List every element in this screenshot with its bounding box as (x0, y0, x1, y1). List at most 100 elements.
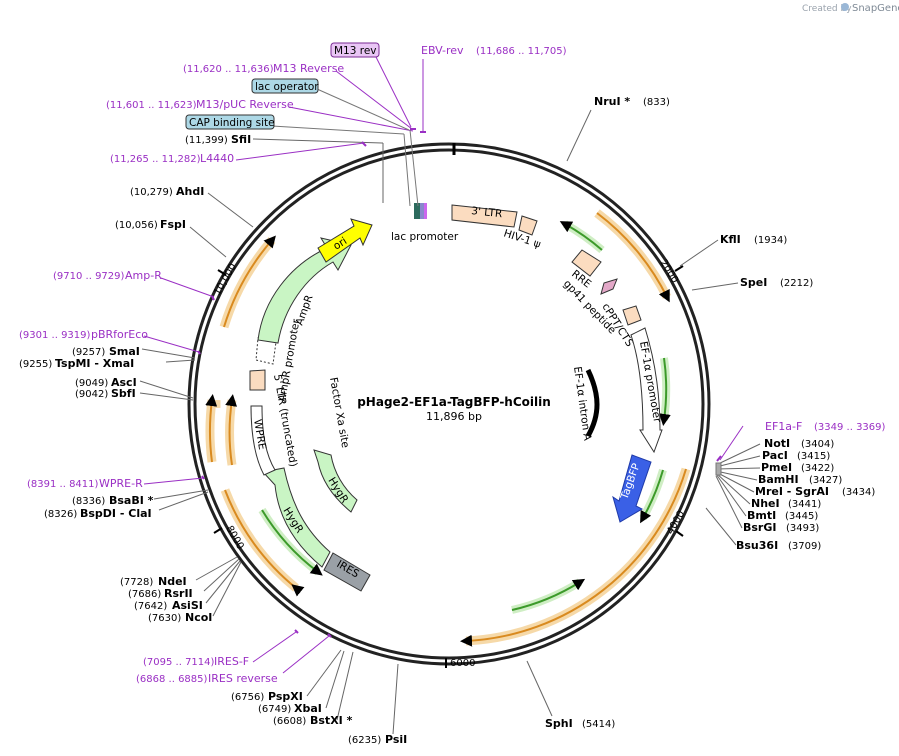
site-ahdi-pos: (10,279) (130, 187, 173, 198)
site-fspi: FspI (160, 218, 186, 231)
primer-ires-f-range: (7095 .. 7114) (143, 657, 215, 668)
site-sfii-pos: (11,399) (185, 135, 228, 146)
orf-arc-2 (460, 468, 687, 647)
site-bmti: BmtI (747, 509, 776, 522)
tick-4000 (675, 530, 684, 537)
site-bspdi: BspDI - ClaI (80, 507, 152, 520)
primer-m13-reverse: M13 Reverse (273, 62, 344, 75)
lac-promoter-mark (414, 203, 420, 219)
primer-ires-reverse: IRES reverse (208, 672, 278, 685)
site-psii: PsiI (385, 733, 407, 746)
feature-hiv-psi (518, 215, 538, 236)
primer-m13puc-reverse-range: (11,601 .. 11,623) (106, 100, 197, 111)
lac-operator-mark (420, 203, 424, 219)
site-bsrgi-pos: (3493) (786, 523, 819, 534)
feature-3ltr (451, 204, 518, 228)
site-sbfi-pos: (9042) (75, 389, 108, 400)
site-asisi: AsiSI (172, 599, 203, 612)
primer-pbrforeco: pBRforEco (91, 328, 148, 341)
site-paci: PacI (762, 449, 788, 462)
site-fspi-pos: (10,056) (115, 220, 158, 231)
feature-rre (571, 249, 602, 277)
green-arc-1 (559, 221, 603, 251)
site-rsrii-pos: (7686) (128, 589, 161, 600)
site-bsrgi: BsrGI (743, 521, 776, 534)
primer-ires-f: IRES-F (214, 655, 249, 668)
primer-wpre-r: WPRE-R (99, 477, 143, 490)
m13-mark (424, 203, 427, 219)
primer-amp-r: Amp-R (125, 269, 162, 282)
site-leaders (139, 109, 761, 735)
site-ncoi-pos: (7630) (148, 613, 181, 624)
site-asci-pos: (9049) (75, 378, 108, 389)
site-bmti-pos: (3445) (785, 511, 818, 522)
site-bspdi-pos: (8326) (44, 509, 77, 520)
site-kfli-pos: (1934) (754, 235, 787, 246)
primer-ires-reverse-range: (6868 .. 6885) (136, 674, 208, 685)
primer-m13-reverse-range: (11,620 .. 11,636) (183, 64, 274, 75)
site-ncoi: NcoI (185, 611, 212, 624)
site-bstxi-pos: (6608) (273, 716, 306, 727)
site-tspmi: TspMI - XmaI (55, 357, 134, 370)
feature-label-lac-promoter: lac promoter (391, 231, 459, 243)
site-mrei: MreI - SgrAI (755, 485, 829, 498)
site-xbai: XbaI (294, 702, 322, 715)
site-bsu36i: Bsu36I (736, 539, 778, 552)
snapgene-logo-icon (841, 3, 849, 11)
tick-8000 (213, 527, 223, 534)
m13-rev-label: M13 rev (334, 45, 377, 57)
site-bsu36i-pos: (3709) (788, 541, 821, 552)
site-nhei-pos: (3441) (788, 499, 821, 510)
site-nhei: NheI (751, 497, 780, 510)
primer-leaders (143, 56, 744, 674)
site-tspmi-pos: (9255) (19, 359, 52, 370)
backbone-outer-strand (187, 142, 711, 666)
green-arc-5 (261, 509, 323, 576)
site-ndei: NdeI (158, 575, 187, 588)
site-sphi-pos: (5414) (582, 719, 615, 730)
boxed-labels: M13 rev lac operator CAP binding site (185, 42, 380, 130)
feature-ef1a-intron (585, 368, 600, 438)
primer-l4440-range: (11,265 .. 11,282) (110, 154, 201, 165)
feature-cppt (622, 305, 642, 326)
site-rsrii: RsrII (164, 587, 193, 600)
site-asisi-pos: (7642) (134, 601, 167, 612)
site-bsabi: BsaBI * (109, 494, 154, 507)
green-arc-2 (658, 357, 671, 426)
feature-ef1a-promoter (630, 327, 663, 454)
site-xbai-pos: (6749) (258, 704, 291, 715)
feature-hygr-outer (262, 467, 331, 568)
site-bsabi-pos: (8336) (72, 496, 105, 507)
site-sbfi: SbfI (111, 387, 136, 400)
feature-tagbfp (612, 454, 652, 523)
site-mrei-pos: (3434) (842, 487, 875, 498)
feature-label-ampr: AmpR (294, 293, 316, 327)
primer-amp-r-range: (9710 .. 9729) (53, 271, 125, 282)
site-sfii: SfiI (231, 133, 251, 146)
feature-label-wpre: WPRE (251, 418, 268, 450)
site-pspxi-pos: (6756) (231, 692, 264, 703)
primer-l4440: L4440 (200, 152, 234, 165)
orf-arcs (205, 209, 691, 647)
site-pmei: PmeI (761, 461, 792, 474)
lac-operator-label: lac operator (255, 81, 319, 93)
primer-pbrforeco-range: (9301 .. 9319) (19, 330, 91, 341)
site-ahdi: AhdI (176, 185, 204, 198)
plasmid-size: 11,896 bp (426, 410, 482, 423)
primer-marks (197, 128, 722, 638)
site-pspxi: PspXI (268, 690, 303, 703)
site-labels: NruI * (833) KflI (1934) SpeI (2212) Not… (19, 95, 875, 746)
plasmid-name: pHage2-EF1a-TagBFP-hCoilin (357, 395, 551, 409)
watermark-prefix: Created by (802, 4, 852, 14)
cap-site-label: CAP binding site (189, 117, 275, 129)
tick-2000 (674, 265, 684, 272)
site-ndei-pos: (7728) (120, 577, 153, 588)
primer-labels: EBV-rev (11,686 .. 11,705) (11,620 .. 11… (19, 44, 886, 685)
site-pmei-pos: (3422) (801, 463, 834, 474)
primer-ebv-rev-range: (11,686 .. 11,705) (476, 46, 567, 57)
feature-hygr-inner (313, 449, 358, 513)
feature-ori (317, 218, 373, 263)
primer-wpre-r-range: (8391 .. 8411) (27, 479, 99, 490)
primer-ebv-rev: EBV-rev (421, 44, 464, 57)
site-bamhi-pos: (3427) (809, 475, 842, 486)
